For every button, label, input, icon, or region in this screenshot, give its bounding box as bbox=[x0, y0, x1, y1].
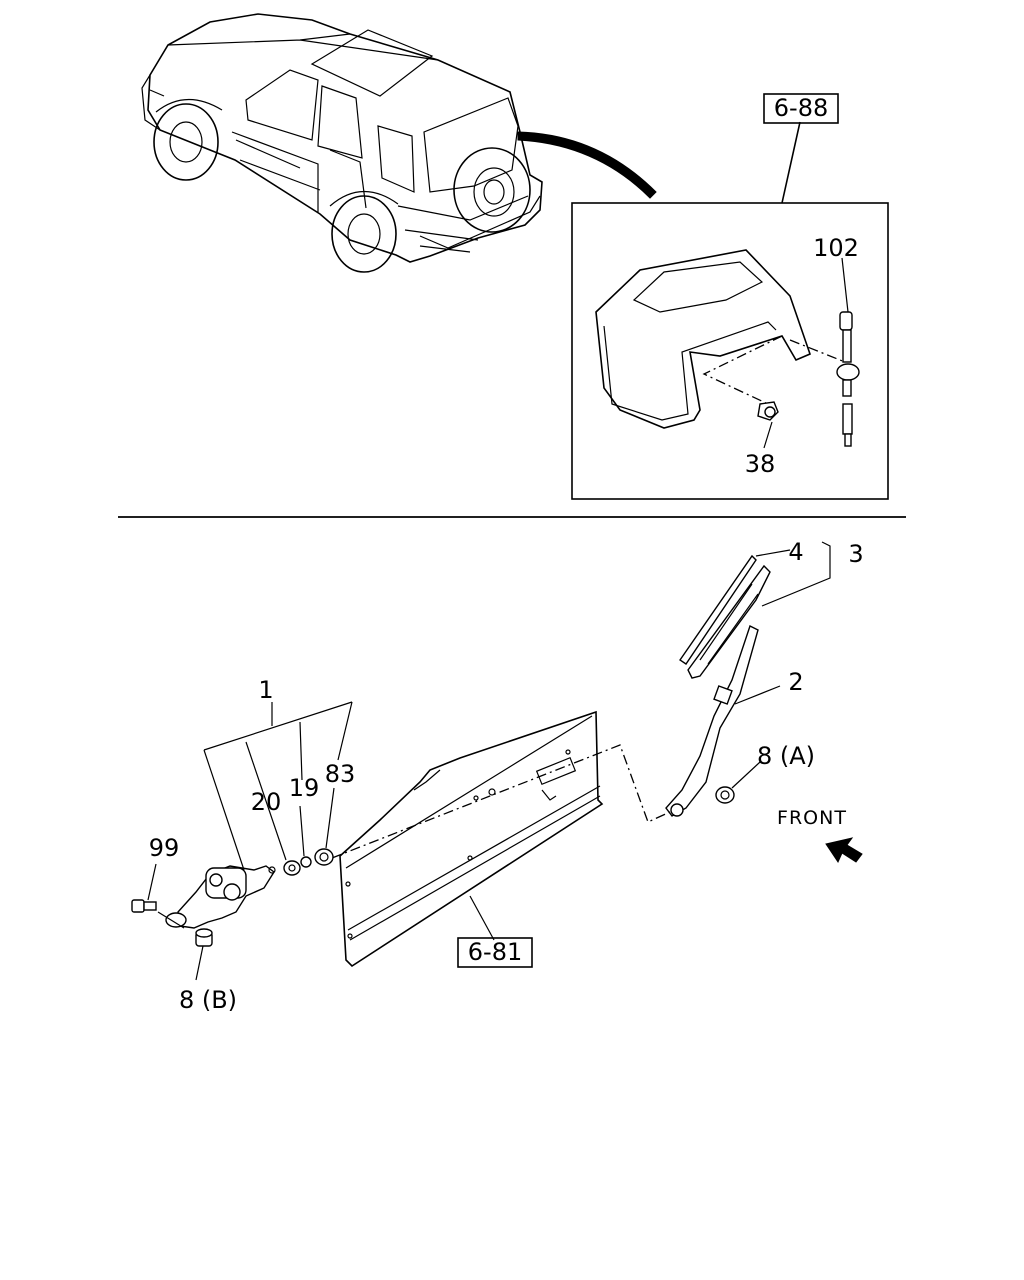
callout-83: 83 bbox=[325, 760, 356, 788]
wiper-blade-part bbox=[679, 554, 771, 679]
wiper-arm-part bbox=[665, 625, 759, 817]
callout-38: 38 bbox=[745, 450, 776, 478]
nut-part-8a bbox=[715, 786, 735, 804]
clip-part bbox=[757, 401, 779, 421]
callout-8a: 8 (A) bbox=[757, 742, 815, 770]
reference-box-6-81[interactable]: 6-81 bbox=[468, 938, 522, 966]
callout-99: 99 bbox=[149, 834, 180, 862]
wiper-motor-part bbox=[165, 865, 276, 929]
tailgate-panel bbox=[339, 710, 604, 968]
detail-pointer bbox=[517, 131, 657, 199]
bushing-part-8b bbox=[195, 928, 213, 947]
washer-nozzle-part bbox=[836, 311, 860, 447]
callout-4: 4 bbox=[788, 538, 803, 566]
reference-box-6-88[interactable]: 6-88 bbox=[774, 94, 828, 122]
front-direction-label: FRONT bbox=[777, 807, 847, 829]
callout-3: 3 bbox=[848, 540, 863, 568]
callout-2: 2 bbox=[788, 668, 803, 696]
nut-part-83 bbox=[314, 848, 334, 866]
callout-102: 102 bbox=[813, 234, 859, 262]
callout-8b: 8 (B) bbox=[179, 986, 237, 1014]
inset-detail-box bbox=[571, 121, 889, 500]
washer-part-19 bbox=[300, 856, 312, 868]
bolt-part-99 bbox=[131, 899, 157, 913]
callout-1: 1 bbox=[258, 676, 273, 704]
vehicle-illustration bbox=[141, 13, 543, 273]
callout-19: 19 bbox=[289, 774, 320, 802]
callout-20: 20 bbox=[251, 788, 282, 816]
washer-part-20 bbox=[283, 860, 301, 876]
arrow-icon bbox=[825, 837, 863, 864]
